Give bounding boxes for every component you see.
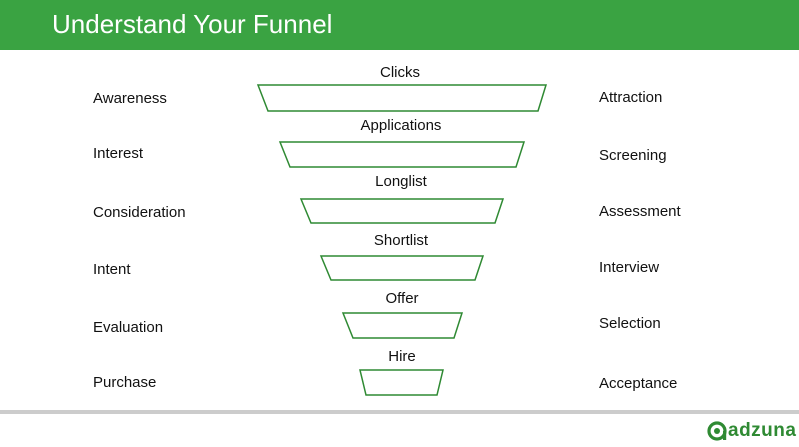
adzuna-logo: adzuna <box>706 419 796 443</box>
left-stage-consideration: Consideration <box>93 204 186 221</box>
footer-divider <box>0 410 799 414</box>
title-bar: Understand Your Funnel <box>0 0 799 50</box>
right-stage-selection: Selection <box>599 315 661 332</box>
left-stage-purchase: Purchase <box>93 374 157 391</box>
left-stage-intent: Intent <box>93 261 131 278</box>
funnel-label-applications: Applications <box>360 117 442 134</box>
funnel-segment-clicks <box>256 84 548 112</box>
right-stage-screening: Screening <box>599 147 667 164</box>
funnel-segment-offer <box>341 312 464 339</box>
adzuna-logo-icon <box>707 421 727 441</box>
funnel-segment-longlist <box>299 198 505 224</box>
right-stage-acceptance: Acceptance <box>599 375 678 392</box>
funnel-label-clicks: Clicks <box>380 64 420 81</box>
right-stage-assessment: Assessment <box>599 203 681 220</box>
page-title: Understand Your Funnel <box>52 9 333 39</box>
adzuna-logo-text: adzuna <box>728 420 797 441</box>
left-stage-interest: Interest <box>93 145 144 162</box>
funnel-label-offer: Offer <box>385 290 419 307</box>
left-stage-evaluation: Evaluation <box>93 319 164 336</box>
funnel-segment-shortlist <box>319 255 485 281</box>
funnel-label-hire: Hire <box>388 348 416 365</box>
right-stage-interview: Interview <box>599 259 660 276</box>
left-stage-awareness: Awareness <box>93 90 167 107</box>
funnel-segment-hire <box>359 369 444 396</box>
funnel-label-shortlist: Shortlist <box>373 232 429 249</box>
funnel-segment-applications <box>278 141 526 168</box>
funnel-label-longlist: Longlist <box>375 173 427 190</box>
right-stage-attraction: Attraction <box>599 89 663 106</box>
